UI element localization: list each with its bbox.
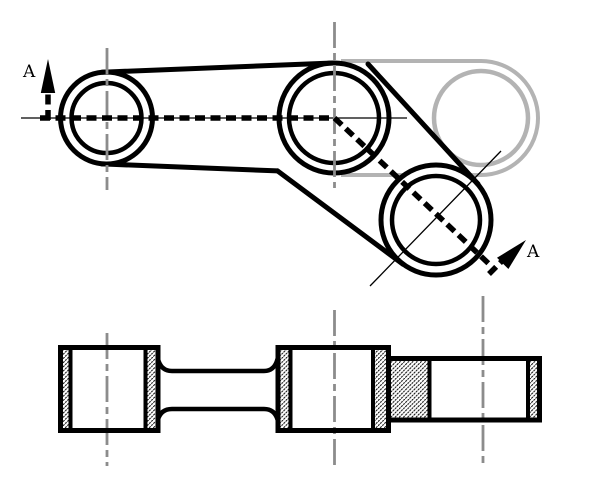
hatch-right-boss-right-wall <box>530 361 538 418</box>
cut-line-diagonal-segment <box>332 116 498 273</box>
phantom-bore-circle <box>431 68 531 168</box>
section-arrow-upright-icon <box>497 240 526 269</box>
boss3-inner-circle <box>389 173 483 267</box>
hatch-left-boss-right-wall <box>147 350 156 429</box>
boss3-occluder <box>383 167 489 273</box>
arm1-top-tangent <box>99 60 336 75</box>
section-web-top-edge <box>155 356 280 374</box>
boss3-outer-circle <box>378 162 494 278</box>
section-label-end: A <box>526 242 540 262</box>
hatch-middle-boss-left-wall <box>280 350 289 429</box>
arm1-bottom-tangent <box>99 161 280 174</box>
section-web-bottom-edge <box>155 406 280 422</box>
boss3-cross-centerline <box>369 150 502 287</box>
section-left-boss <box>58 345 161 433</box>
hatch-left-boss-left-wall <box>62 350 69 429</box>
section-arrows <box>40 59 526 269</box>
hatch-middle-boss-right-wall-and-web <box>375 350 428 429</box>
phantom-end-arc <box>480 59 540 177</box>
section-outlines <box>58 345 542 433</box>
section-arrow-up-icon <box>40 59 56 93</box>
arm2-upper-tangent <box>365 61 481 187</box>
section-view <box>58 345 542 433</box>
section-label-start: A <box>22 62 36 82</box>
arm2-lower-tangent <box>275 168 406 267</box>
section-right-boss <box>386 356 542 423</box>
gray-centerlines <box>105 22 485 470</box>
